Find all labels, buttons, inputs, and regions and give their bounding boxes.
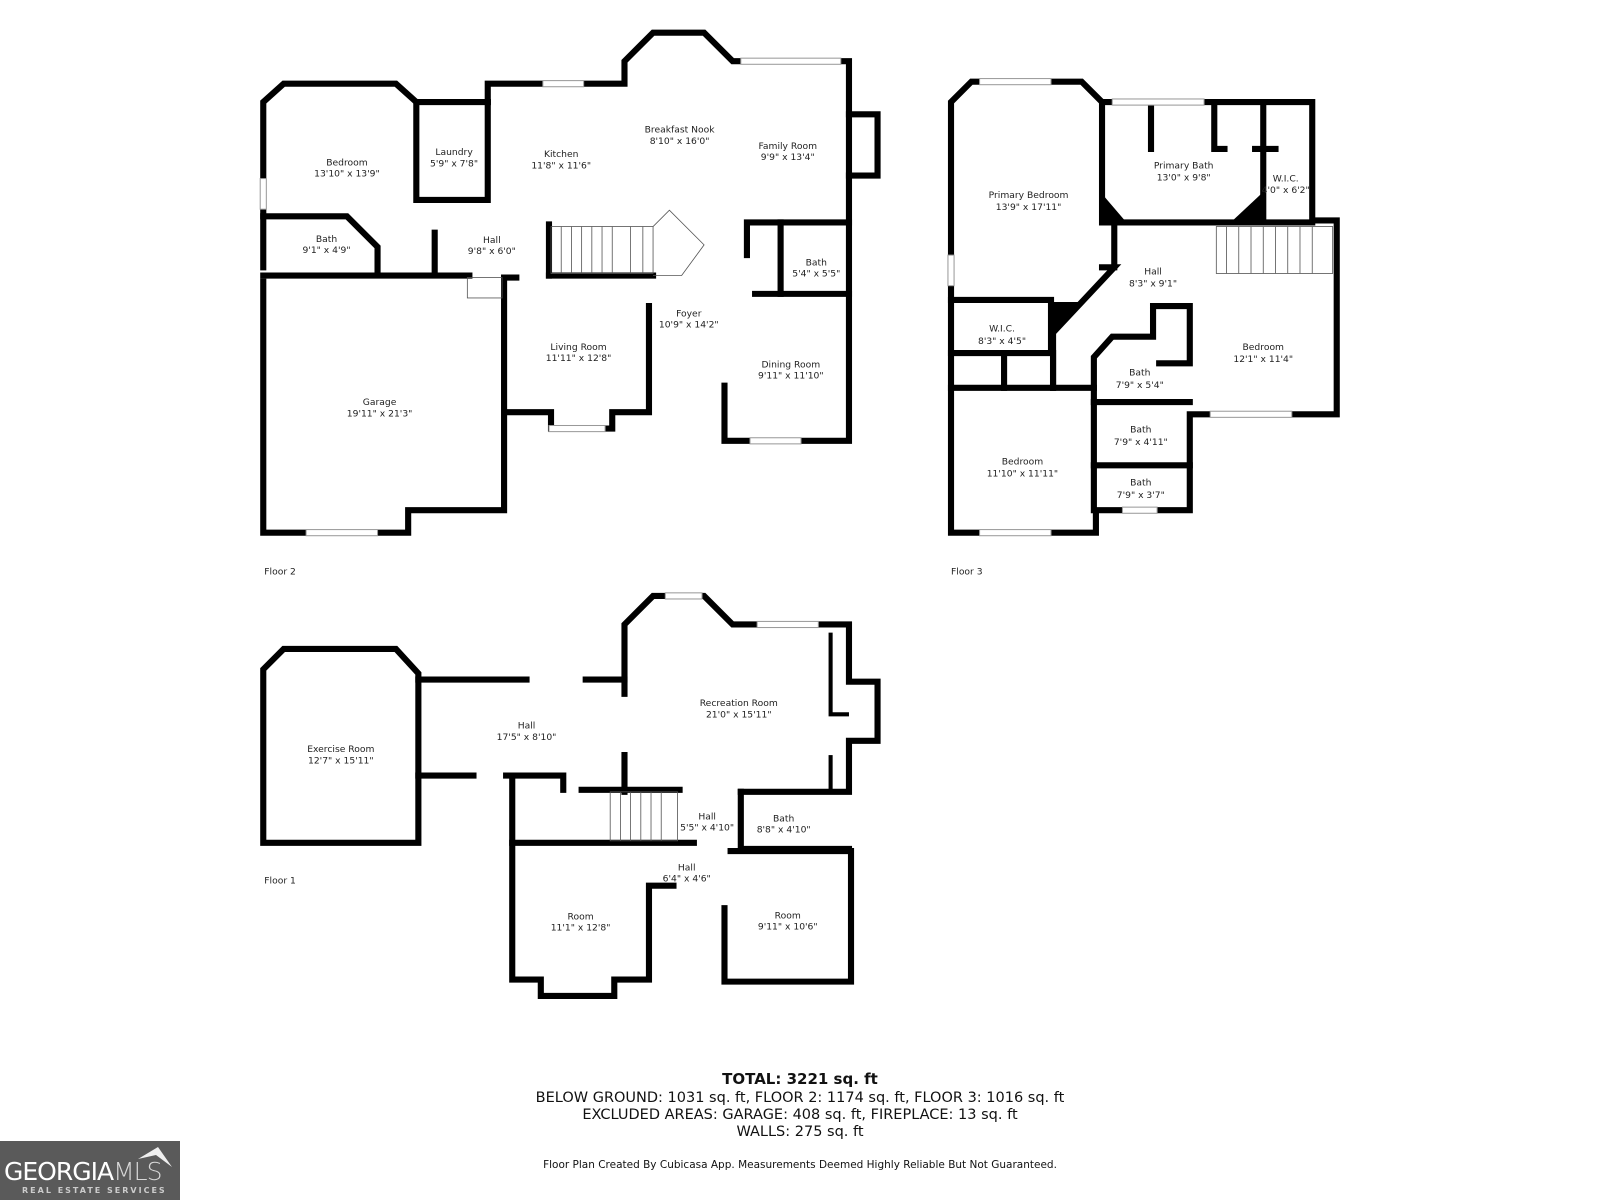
room-dims: 5'5" x 4'10": [680, 823, 734, 834]
room-name: Bedroom: [1243, 342, 1285, 353]
disclaimer: Floor Plan Created By Cubicasa App. Meas…: [543, 1159, 1057, 1171]
floor-3-stairs: [1226, 226, 1313, 274]
room-name: Recreation Room: [700, 698, 778, 709]
room-dims: 8'3" x 9'1": [1129, 279, 1177, 290]
room-name: Hall: [483, 235, 501, 246]
room-name: Bath: [1130, 478, 1152, 489]
room-dims: 9'8" x 6'0": [468, 246, 516, 257]
room-name: Breakfast Nook: [645, 125, 716, 136]
room-dims: 9'9" x 13'4": [761, 152, 815, 163]
room-name: Kitchen: [544, 149, 579, 160]
room-dims: 9'11" x 11'10": [758, 371, 824, 382]
room-name: W.I.C.: [989, 324, 1015, 335]
room-name: Hall: [698, 811, 716, 822]
room-dims: 17'5" x 8'10": [497, 732, 557, 743]
roof-icon: [138, 1147, 172, 1167]
room-dims: 21'0" x 15'11": [706, 709, 772, 720]
room-dims: 11'11" x 12'8": [546, 353, 612, 364]
room-name: Laundry: [435, 147, 473, 158]
room-dims: 5'4" x 5'5": [792, 269, 840, 280]
floor-1-stairs: [619, 791, 662, 841]
room-labels: Bedroom 13'10" x 13'9" Laundry 5'9" x 7'…: [264, 125, 1309, 934]
room-dims: 4'0" x 6'2": [1262, 185, 1310, 196]
room-name: Hall: [1144, 266, 1162, 277]
floor-label: Floor 1: [264, 876, 296, 887]
floor-2-stairs: [466, 209, 705, 299]
room-dims: 8'10" x 16'0": [650, 136, 710, 147]
room-name: Bedroom: [326, 157, 368, 168]
room-dims: 13'9" x 17'11": [996, 202, 1062, 213]
room-dims: 6'4" x 4'6": [663, 874, 711, 885]
room-dims: 9'1" x 4'9": [302, 245, 350, 256]
room-dims: 11'1" x 12'8": [551, 923, 611, 934]
room-name: Room: [568, 911, 594, 922]
room-name: Dining Room: [761, 359, 820, 370]
logo-tagline: REAL ESTATE SERVICES: [22, 1186, 167, 1195]
room-name: Hall: [518, 721, 536, 732]
room-dims: 19'11" x 21'3": [347, 408, 413, 419]
room-name: Primary Bath: [1154, 160, 1214, 171]
room-name: Living Room: [550, 342, 606, 353]
room-dims: 10'9" x 14'2": [659, 320, 719, 331]
room-name: Exercise Room: [307, 744, 374, 755]
room-dims: 8'3" x 4'5": [978, 336, 1026, 347]
room-name: Bedroom: [1002, 456, 1044, 467]
floor-3-plan: [947, 78, 1340, 537]
room-name: Family Room: [758, 141, 817, 152]
excluded-areas: EXCLUDED AREAS: GARAGE: 408 sq. ft, FIRE…: [582, 1107, 1018, 1123]
room-name: Bath: [806, 257, 828, 268]
floor-2-plan: [259, 29, 881, 537]
room-dims: 8'8" x 4'10": [757, 825, 811, 836]
room-name: Bath: [1130, 425, 1152, 436]
floor-label: Floor 2: [264, 566, 296, 577]
room-name: Hall: [678, 862, 696, 873]
floor-area-breakdown: BELOW GROUND: 1031 sq. ft, FLOOR 2: 1174…: [535, 1090, 1065, 1106]
room-name: Foyer: [676, 308, 702, 319]
logo-text: GEORGIAMLS: [4, 1157, 162, 1186]
room-name: Room: [775, 910, 801, 921]
floor-1-plan: [260, 592, 881, 999]
room-dims: 13'0" x 9'8": [1157, 173, 1211, 184]
room-name: Bath: [316, 234, 338, 245]
room-name: Garage: [363, 397, 397, 408]
room-dims: 11'8" x 11'6": [531, 160, 591, 171]
room-dims: 9'11" x 10'6": [758, 922, 818, 933]
room-name: Bath: [1129, 368, 1151, 379]
room-dims: 13'10" x 13'9": [314, 169, 380, 180]
room-dims: 7'9" x 5'4": [1116, 380, 1164, 391]
room-dims: 12'1" x 11'4": [1233, 354, 1293, 365]
room-dims: 11'10" x 11'11": [987, 469, 1058, 480]
room-name: Primary Bedroom: [989, 190, 1069, 201]
georgia-mls-logo: GEORGIAMLS REAL ESTATE SERVICES: [0, 1141, 180, 1200]
room-dims: 7'9" x 3'7": [1117, 490, 1165, 501]
room-name: W.I.C.: [1273, 174, 1299, 185]
room-dims: 12'7" x 15'11": [308, 755, 374, 766]
total-area: TOTAL: 3221 sq. ft: [722, 1070, 878, 1088]
walls-area: WALLS: 275 sq. ft: [736, 1124, 864, 1140]
floor-label: Floor 3: [951, 566, 983, 577]
room-dims: 5'9" x 7'8": [430, 158, 478, 169]
room-dims: 7'9" x 4'11": [1114, 437, 1168, 448]
room-name: Bath: [773, 813, 795, 824]
